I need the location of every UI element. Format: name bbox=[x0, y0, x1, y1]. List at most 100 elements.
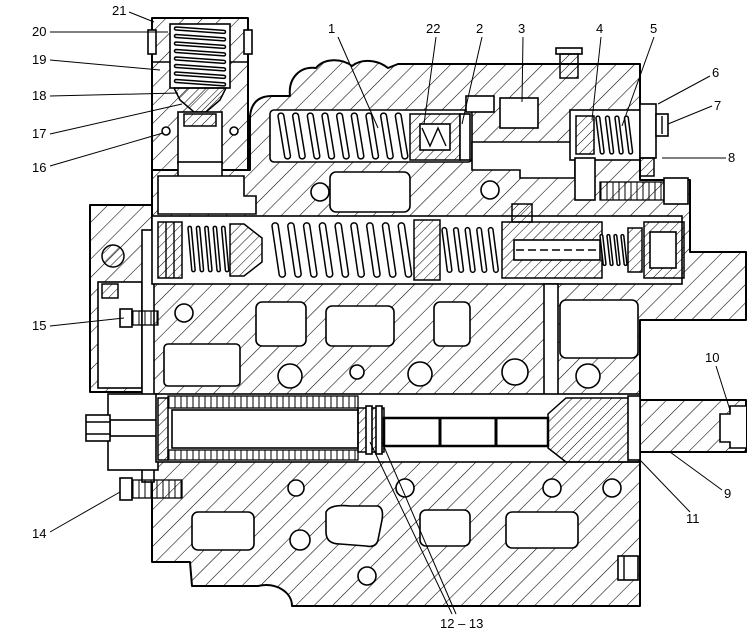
spring-coil bbox=[604, 115, 615, 155]
callout-21: 21 bbox=[112, 3, 126, 18]
callout-1: 1 bbox=[328, 21, 335, 36]
spring-coil bbox=[335, 112, 350, 160]
callout-15: 15 bbox=[32, 318, 46, 333]
callout-10: 10 bbox=[705, 350, 719, 365]
leader-22 bbox=[423, 36, 437, 125]
leader-14 bbox=[49, 491, 121, 533]
spring-coil bbox=[173, 78, 227, 87]
port-3 bbox=[499, 97, 539, 129]
shaft-assembly bbox=[155, 393, 747, 463]
leader-18 bbox=[49, 92, 179, 97]
spring-1 bbox=[277, 112, 409, 160]
core-cavity bbox=[255, 301, 307, 347]
drill-hole bbox=[542, 478, 562, 498]
spring-coil bbox=[187, 225, 196, 273]
callout-8: 8 bbox=[728, 150, 735, 165]
spring-coil bbox=[306, 112, 321, 160]
shaft-spool bbox=[382, 416, 550, 448]
relief-spring bbox=[173, 26, 227, 87]
spool-bore-assembly bbox=[151, 203, 685, 397]
leader-12 bbox=[369, 441, 453, 615]
snap-ring-11 bbox=[627, 395, 641, 461]
left-piston bbox=[157, 221, 183, 279]
spring-coil bbox=[173, 48, 227, 57]
core-cavity bbox=[559, 299, 639, 359]
rod-washer bbox=[157, 397, 169, 461]
leader-16 bbox=[49, 132, 164, 167]
passage-under-relief bbox=[157, 175, 257, 215]
spring-coil bbox=[321, 112, 336, 160]
spring-coil bbox=[599, 233, 607, 267]
leader-2 bbox=[461, 36, 483, 125]
leader-lines bbox=[49, 11, 731, 615]
spring-coil bbox=[173, 71, 227, 80]
bolt-14-thread bbox=[131, 479, 183, 499]
callout-5: 5 bbox=[650, 21, 657, 36]
callout-18: 18 bbox=[32, 88, 46, 103]
piston-22-spring bbox=[421, 126, 447, 148]
callout-12-13: 12 – 13 bbox=[440, 616, 483, 631]
spring-coil bbox=[173, 33, 227, 42]
spring-coil bbox=[397, 222, 413, 278]
second-spring bbox=[441, 226, 500, 274]
spring-coil bbox=[195, 225, 205, 273]
spring-coil bbox=[365, 112, 380, 160]
spring-coil bbox=[173, 56, 227, 65]
cap-flat-right bbox=[243, 29, 253, 55]
leader-15 bbox=[49, 317, 125, 327]
bolt-15-thread bbox=[131, 310, 159, 326]
leader-4 bbox=[591, 36, 602, 121]
leader-7 bbox=[667, 105, 713, 125]
leader-10 bbox=[715, 365, 731, 411]
drill-hole bbox=[357, 566, 377, 586]
end-plug-socket bbox=[649, 231, 677, 269]
spring-coil bbox=[173, 41, 227, 50]
callout-16: 16 bbox=[32, 160, 46, 175]
drill-hole bbox=[407, 361, 433, 387]
spring-coil bbox=[595, 115, 605, 155]
spring-coil bbox=[620, 233, 628, 267]
spring-coil bbox=[379, 112, 394, 160]
spring-coil bbox=[271, 222, 287, 278]
relief-seat bbox=[183, 113, 217, 127]
o-ring-left bbox=[161, 126, 171, 136]
flange-lower-recess bbox=[97, 281, 143, 389]
spool-center-land bbox=[413, 219, 441, 281]
spring-coil bbox=[334, 222, 350, 278]
spring-cap bbox=[627, 227, 643, 273]
shaft-end-slot-10 bbox=[719, 405, 746, 449]
core-cavity bbox=[505, 511, 579, 549]
core-cavity bbox=[191, 511, 255, 551]
drill-hole bbox=[349, 364, 365, 380]
relief-valve bbox=[147, 17, 253, 183]
spring-coil bbox=[204, 225, 213, 273]
seal-8 bbox=[639, 157, 655, 177]
callout-7: 7 bbox=[714, 98, 721, 113]
spring-coil bbox=[173, 63, 227, 72]
middle-cores bbox=[163, 299, 639, 389]
core-cavity bbox=[163, 343, 241, 387]
vertical-channel bbox=[543, 283, 559, 397]
leader-11 bbox=[639, 459, 691, 513]
callout-9: 9 bbox=[724, 486, 731, 501]
drill-hole bbox=[310, 182, 330, 202]
flange-bolt-boss bbox=[101, 244, 125, 268]
callout-22: 22 bbox=[426, 21, 440, 36]
leader-5 bbox=[621, 36, 655, 127]
callout-2: 2 bbox=[476, 21, 483, 36]
spring-coil bbox=[441, 226, 453, 274]
top-plug bbox=[559, 53, 579, 79]
callout-14: 14 bbox=[32, 526, 46, 541]
drill-hole bbox=[575, 363, 601, 389]
top-plug-head bbox=[555, 47, 583, 55]
drill-hole bbox=[277, 363, 303, 389]
spring-coil bbox=[220, 225, 230, 273]
left-piston-spring bbox=[187, 225, 230, 273]
leader-3 bbox=[521, 36, 524, 103]
leader-13 bbox=[381, 441, 457, 615]
check-valve-4 bbox=[575, 115, 595, 155]
callout-3: 3 bbox=[518, 21, 525, 36]
leader-17 bbox=[49, 103, 183, 135]
drill-hole bbox=[287, 479, 305, 497]
